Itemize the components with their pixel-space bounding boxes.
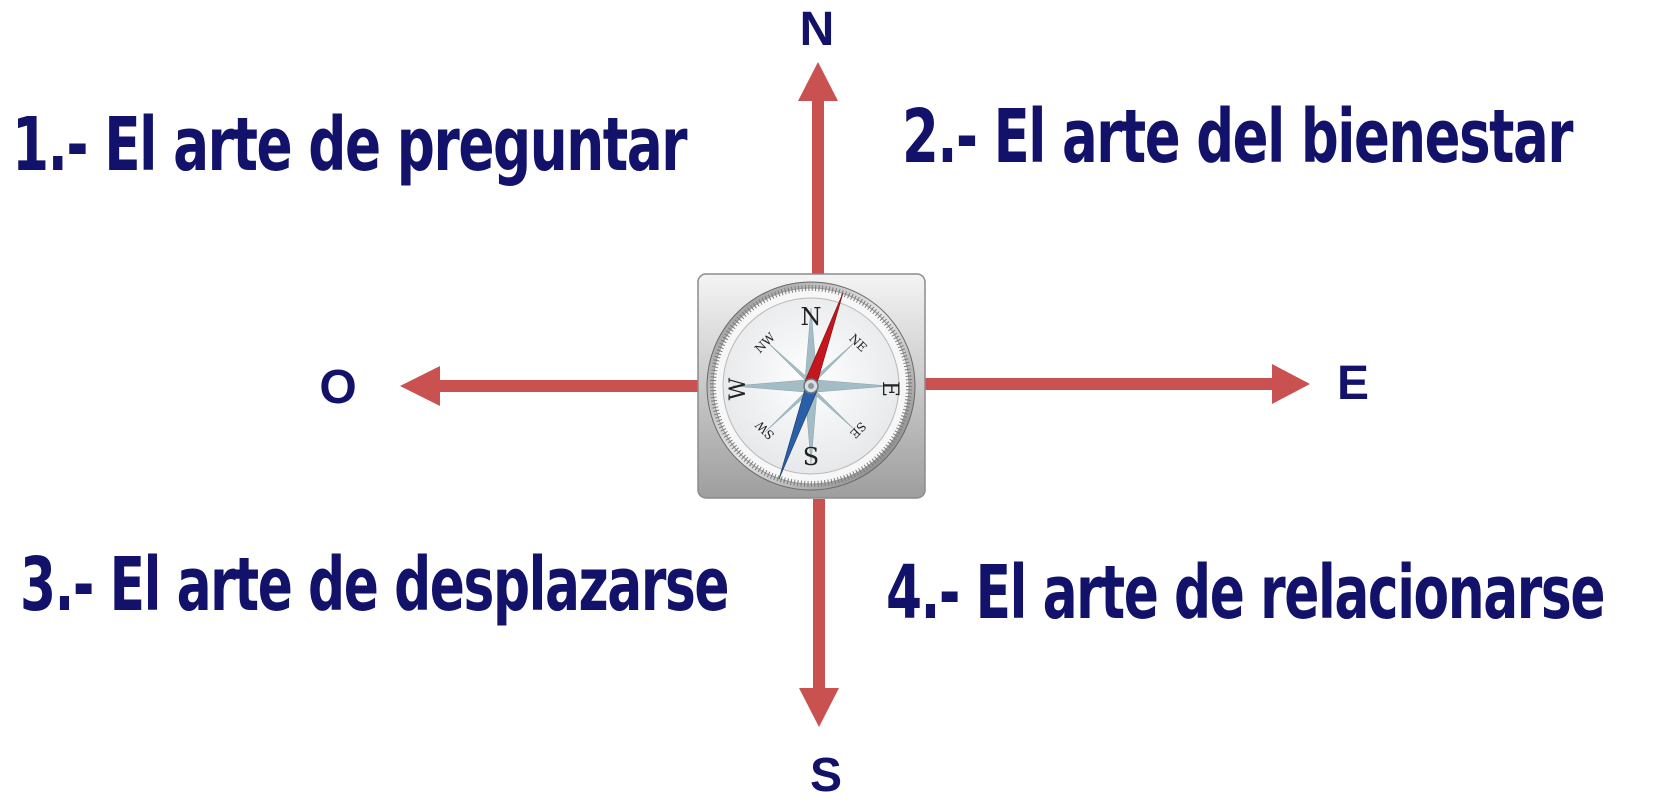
compass-e-mark: E [877, 381, 902, 397]
compass-needle [778, 292, 844, 480]
north-arrow-head [798, 62, 838, 101]
east-arrow-shaft [924, 378, 1279, 390]
west-label: O [319, 361, 357, 414]
quadrant-2-title: 2.- El arte del bienestar [902, 94, 1573, 180]
quadrant-3-title: 3.- El arte de desplazarse [20, 542, 730, 628]
west-arrow-shaft [425, 380, 700, 392]
east-label: E [1336, 357, 1369, 410]
north-arrow-shaft [812, 95, 824, 275]
compass-s-mark: S [803, 443, 819, 471]
quadrant-1-title: 1.- El arte de preguntar [12, 102, 688, 188]
south-arrow-shaft [813, 499, 825, 694]
compass-w-mark: W [726, 377, 751, 400]
south-label: S [809, 749, 842, 802]
north-label: N [799, 3, 835, 56]
compass-icon: N S E W NE NW SE SW [697, 273, 926, 499]
compass-n-mark: N [801, 303, 822, 331]
quadrant-4-title: 4.- El arte de relacionarse [886, 550, 1605, 636]
south-arrow-head [799, 688, 839, 727]
east-arrow-head [1272, 364, 1310, 404]
west-arrow-head [400, 366, 440, 406]
